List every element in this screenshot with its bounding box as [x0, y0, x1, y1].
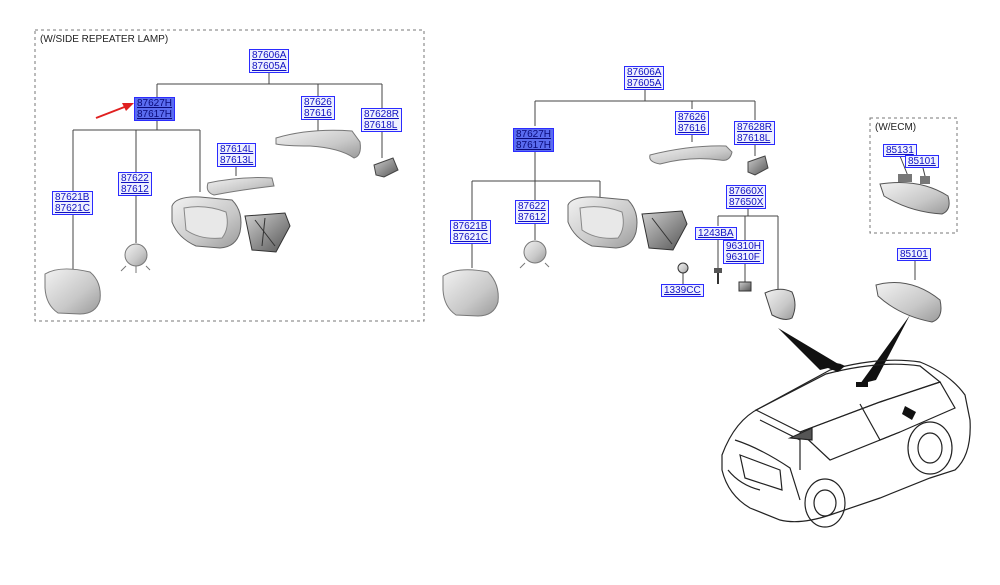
- left-leader-lines: [72, 72, 383, 270]
- part-number: 87616: [678, 123, 706, 134]
- right-scalp-cover: [649, 145, 733, 165]
- part-number: 87605A: [252, 61, 287, 72]
- sensor-icon: [738, 281, 752, 292]
- left-mirror-housing: [171, 196, 291, 253]
- ecm-group-title: (W/ECM): [875, 122, 917, 133]
- part-number: 87622: [121, 173, 149, 184]
- part-label-85101-ecm[interactable]: 85101: [905, 155, 939, 168]
- part-number: 87650X: [729, 197, 764, 208]
- part-number: 87613L: [220, 155, 254, 166]
- part-number: 87605A: [627, 78, 662, 89]
- left-scalp-cover: [275, 129, 361, 159]
- part-number: 87606A: [252, 50, 287, 61]
- right-mirror-glass: [442, 269, 499, 317]
- screw-icon: [714, 268, 722, 284]
- part-number: 87618L: [737, 133, 771, 144]
- part-number: 87621B: [55, 192, 90, 203]
- part-number: 1243BA: [698, 228, 734, 239]
- car-mirror-markers: [823, 363, 916, 420]
- part-number: 87618L: [364, 120, 398, 131]
- part-label-1339cc[interactable]: 1339CC: [661, 284, 704, 297]
- part-number: 96310H: [726, 241, 762, 252]
- part-number: 87626: [678, 112, 706, 123]
- inner-mirror-cover: [764, 288, 796, 320]
- nut-icon: [677, 262, 689, 274]
- repeater-group-frame: [34, 29, 425, 322]
- left-base-cover: [373, 157, 399, 178]
- part-number: 87621B: [453, 221, 488, 232]
- pointer-wedges: [778, 315, 910, 384]
- part-label-85101[interactable]: 85101: [897, 248, 931, 261]
- part-number: 87628R: [364, 109, 400, 120]
- part-number: 87612: [518, 212, 546, 223]
- part-number: 87606A: [627, 67, 662, 78]
- left-actuator: [120, 243, 151, 273]
- part-label-1243ba[interactable]: 1243BA: [695, 227, 737, 240]
- left-mirror-glass: [44, 268, 101, 315]
- part-number: 85131: [886, 145, 914, 156]
- part-number: 1339CC: [664, 285, 701, 296]
- part-number: 87627H: [516, 129, 552, 140]
- part-number: 87627H: [137, 98, 173, 109]
- part-number: 87621C: [453, 232, 489, 243]
- part-number: 87614L: [220, 144, 254, 155]
- right-leader-lines: [471, 88, 779, 290]
- part-number: 87628R: [737, 122, 773, 133]
- part-number: 87617H: [137, 109, 173, 120]
- part-label-85131[interactable]: 85131: [883, 144, 917, 157]
- part-number: 85101: [908, 156, 936, 167]
- rearview-mirror: [875, 282, 942, 323]
- left-repeater-lamp: [206, 177, 275, 196]
- part-number: 87622: [518, 201, 546, 212]
- part-number: 96310F: [726, 252, 760, 263]
- right-base-cover: [747, 155, 769, 176]
- right-actuator: [519, 240, 550, 269]
- part-number: 87660X: [729, 186, 764, 197]
- part-number: 85101: [900, 249, 928, 260]
- ecm-group-frame: [869, 117, 958, 234]
- part-number: 87626: [304, 97, 332, 108]
- part-number: 87612: [121, 184, 149, 195]
- repeater-group-title: (W/SIDE REPEATER LAMP): [40, 34, 169, 45]
- part-number: 87621C: [55, 203, 91, 214]
- part-number: 87616: [304, 108, 332, 119]
- right-mirror-housing: [567, 196, 688, 251]
- red-pointer-arrow-icon: [95, 103, 134, 119]
- part-number: 87617H: [516, 140, 552, 151]
- ecm-rearview-mirror: [879, 174, 950, 215]
- car-illustration: [721, 359, 971, 528]
